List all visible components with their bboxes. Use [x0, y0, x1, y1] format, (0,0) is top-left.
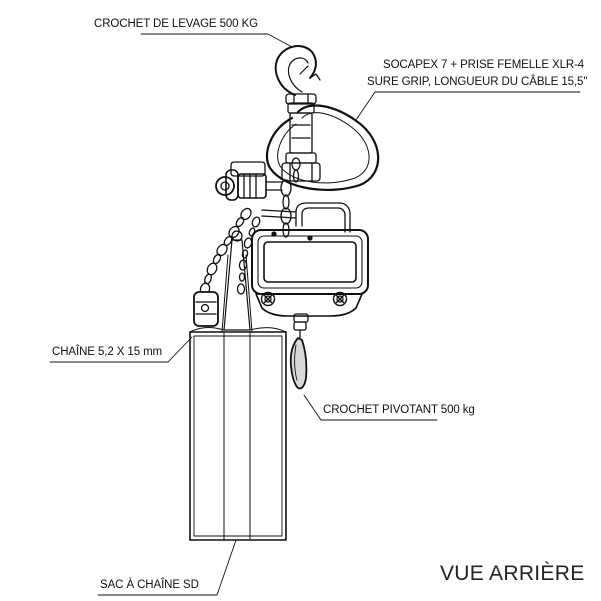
leader-cable	[355, 91, 581, 121]
leader-chain	[49, 336, 193, 363]
view-title: VUE ARRIÈRE	[440, 562, 585, 585]
leader-lifting-hook	[140, 33, 293, 48]
label-chain-bag: SAC À CHAÎNE SD	[100, 579, 199, 591]
label-cable-line2: SURE GRIP, LONGUEUR DU CÂBLE 15,5''	[367, 76, 588, 88]
connector-plug	[215, 161, 283, 201]
upper-suspension	[281, 112, 321, 182]
leader-chain-bag	[97, 539, 237, 596]
label-cable-line1: SOCAPEX 7 + PRISE FEMELLE XLR-4	[383, 59, 585, 71]
hoist-body	[251, 229, 369, 323]
hand-chain-left	[193, 207, 252, 327]
hoist-top-frame	[261, 202, 351, 233]
label-chain: CHAÎNE 5,2 X 15 mm	[52, 346, 163, 358]
chain-bag	[189, 230, 287, 541]
leader-swivel-hook	[303, 394, 438, 421]
label-lifting-hook: CROCHET DE LEVAGE 500 KG	[94, 18, 258, 30]
lifting-hook	[274, 45, 321, 114]
swivel-hook	[289, 321, 308, 390]
label-swivel-hook: CROCHET PIVOTANT 500 kg	[323, 404, 475, 416]
power-cable	[265, 104, 380, 191]
load-chain	[280, 157, 301, 238]
